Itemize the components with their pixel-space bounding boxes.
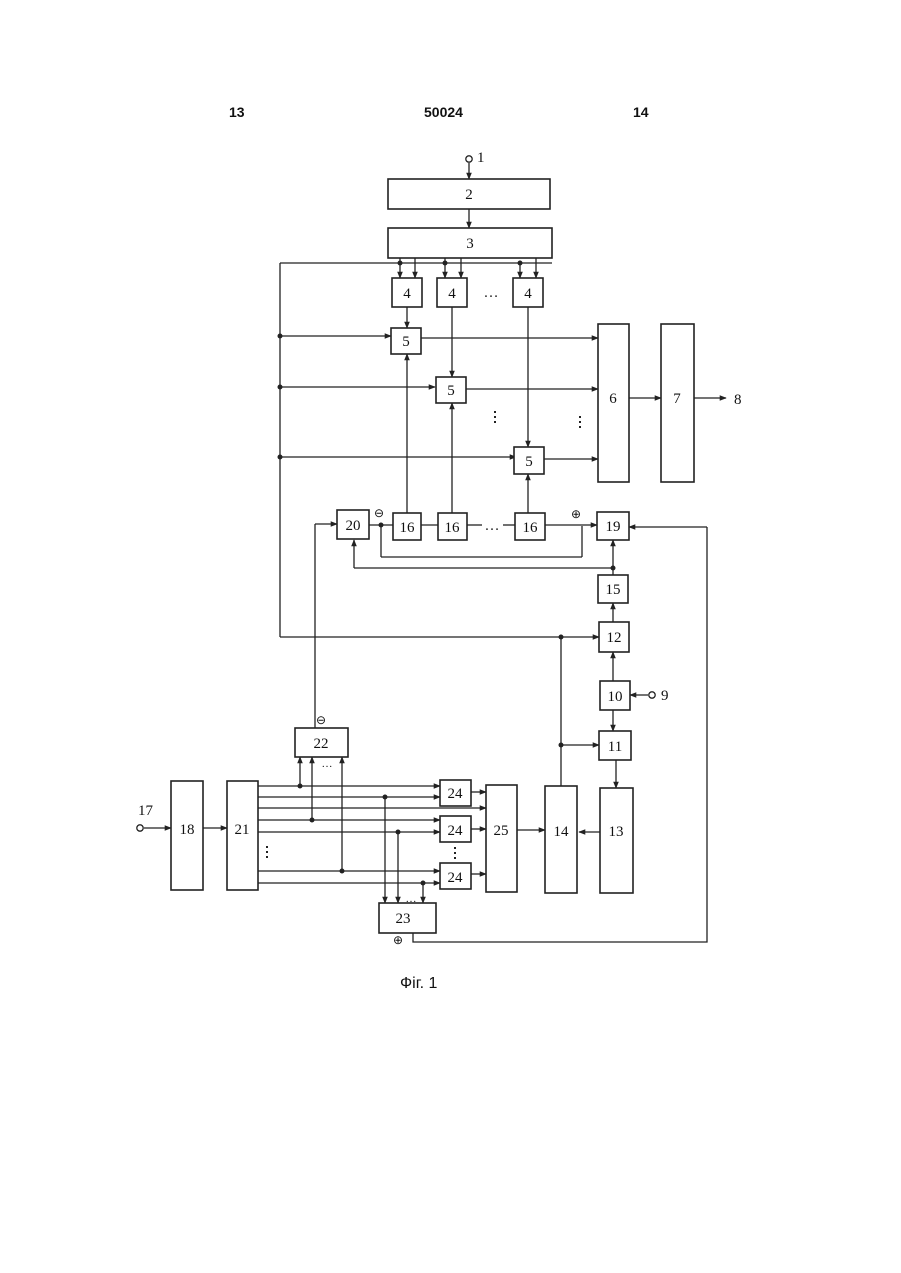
- svg-text:16: 16: [523, 520, 539, 536]
- svg-text:13: 13: [609, 824, 624, 840]
- svg-text:14: 14: [554, 824, 570, 840]
- block-24-last: 24: [440, 863, 471, 889]
- svg-text:24: 24: [448, 870, 464, 886]
- svg-text:5: 5: [447, 383, 455, 399]
- block-16-second: 16: [438, 513, 467, 540]
- svg-text:16: 16: [400, 520, 416, 536]
- terminal-label-8: 8: [734, 392, 742, 408]
- block-21: 21: [227, 781, 258, 890]
- svg-text:12: 12: [607, 630, 622, 646]
- block-4-second: 4: [437, 278, 467, 307]
- block-14: 14: [545, 786, 577, 893]
- svg-text:18: 18: [180, 822, 195, 838]
- ellipsis-block-22: …: [322, 758, 333, 770]
- terminal-label-17: 17: [138, 803, 154, 819]
- minus-sign-20: ⊖: [374, 506, 384, 520]
- svg-text:5: 5: [525, 454, 533, 470]
- svg-text:3: 3: [466, 236, 474, 252]
- block-19: 19: [597, 512, 629, 540]
- svg-text:21: 21: [235, 822, 250, 838]
- block-7: 7: [661, 324, 694, 482]
- svg-text:15: 15: [606, 582, 621, 598]
- block-18: 18: [171, 781, 203, 890]
- block-11: 11: [599, 731, 631, 760]
- svg-text:10: 10: [608, 689, 623, 705]
- input-terminal-1: [466, 156, 472, 162]
- plus-sign-23: ⊕: [393, 933, 403, 947]
- plus-sign-19: ⊕: [571, 507, 581, 521]
- vertical-dots-5: [494, 411, 581, 428]
- block-25: 25: [486, 785, 517, 892]
- svg-text:4: 4: [403, 286, 411, 302]
- svg-text:4: 4: [448, 286, 456, 302]
- terminal-label-9: 9: [661, 688, 669, 704]
- block-20: 20: [337, 510, 369, 539]
- block-16-first: 16: [393, 513, 421, 540]
- block-3: 3: [388, 228, 552, 258]
- block-15: 15: [598, 575, 628, 603]
- block-24-second: 24: [440, 816, 471, 842]
- ellipsis-block-23: …: [406, 893, 417, 905]
- svg-text:11: 11: [608, 739, 622, 755]
- block-13: 13: [600, 788, 633, 893]
- block-5-first: 5: [391, 328, 421, 354]
- svg-text:20: 20: [346, 518, 361, 534]
- block-5-last: 5: [514, 447, 544, 474]
- block-12: 12: [599, 622, 629, 652]
- svg-text:6: 6: [609, 391, 617, 407]
- input-terminal-9: [649, 692, 655, 698]
- ellipsis-blocks-4: …: [484, 285, 499, 301]
- svg-text:25: 25: [494, 823, 509, 839]
- input-terminal-17: [137, 825, 143, 831]
- svg-text:4: 4: [524, 286, 532, 302]
- block-4-last: 4: [513, 278, 543, 307]
- vertical-dots-21: [266, 846, 268, 858]
- ellipsis-blocks-16: …: [485, 518, 500, 534]
- svg-text:5: 5: [402, 334, 410, 350]
- svg-text:16: 16: [445, 520, 461, 536]
- svg-text:23: 23: [396, 911, 411, 927]
- figure-caption: Фіг. 1: [400, 975, 437, 993]
- terminal-label-1: 1: [477, 150, 485, 166]
- block-2: 2: [388, 179, 550, 209]
- block-4-first: 4: [392, 278, 422, 307]
- block-16-last: 16: [515, 513, 545, 540]
- svg-text:19: 19: [606, 519, 621, 535]
- block-22: 22: [295, 728, 348, 757]
- block-23: 23: [379, 903, 436, 933]
- svg-text:22: 22: [314, 736, 329, 752]
- minus-sign-22: ⊖: [316, 713, 326, 727]
- svg-text:7: 7: [673, 391, 681, 407]
- vertical-dots-24: [454, 847, 456, 859]
- svg-text:24: 24: [448, 786, 464, 802]
- svg-text:2: 2: [465, 187, 473, 203]
- svg-text:24: 24: [448, 823, 464, 839]
- block-10: 10: [600, 681, 630, 710]
- block-6: 6: [598, 324, 629, 482]
- block-5-second: 5: [436, 377, 466, 403]
- block-24-first: 24: [440, 780, 471, 806]
